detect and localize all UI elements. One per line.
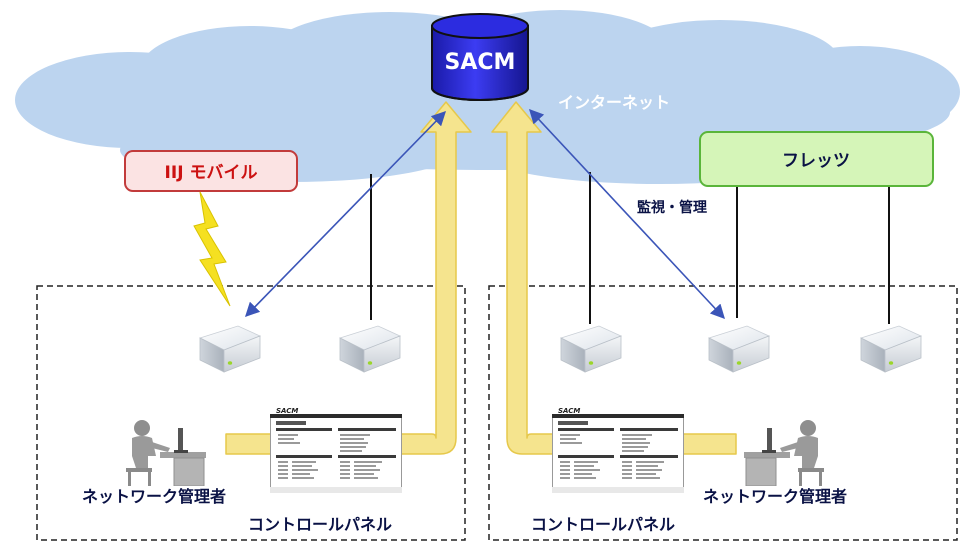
control-arrow-right — [491, 101, 737, 455]
control-panel-screenshot-right: SACM — [552, 405, 684, 493]
admin-label-right: ネットワーク管理者 — [703, 487, 847, 506]
iij-mobile-box: IIJ モバイル — [124, 150, 298, 192]
admin-label-left: ネットワーク管理者 — [82, 487, 226, 506]
control-panel-label-left: コントロールパネル — [248, 515, 392, 534]
router-icon — [708, 325, 770, 373]
router-icon — [560, 325, 622, 373]
monitoring-label: 監視・管理 — [637, 199, 707, 216]
router-icon — [860, 325, 922, 373]
monitoring-link-left — [244, 110, 447, 318]
control-panel-label-right: コントロールパネル — [531, 515, 675, 534]
router-icon — [339, 325, 401, 373]
screen-logo: SACM — [276, 407, 298, 415]
router-icon — [199, 325, 261, 373]
flets-label: フレッツ — [782, 151, 850, 171]
screen-logo: SACM — [558, 407, 580, 415]
monitoring-link-right — [529, 108, 725, 320]
flets-box: フレッツ — [699, 131, 934, 187]
lightning-icon — [193, 191, 231, 307]
control-panel-screenshot-left: SACM — [270, 405, 402, 493]
person-at-desk-icon — [125, 419, 207, 486]
person-at-desk-icon — [743, 419, 825, 486]
sacm-database: SACM — [431, 13, 529, 101]
internet-label: インターネット — [558, 93, 670, 112]
sacm-label: SACM — [445, 50, 516, 75]
iij-mobile-label: IIJ モバイル — [165, 163, 258, 183]
